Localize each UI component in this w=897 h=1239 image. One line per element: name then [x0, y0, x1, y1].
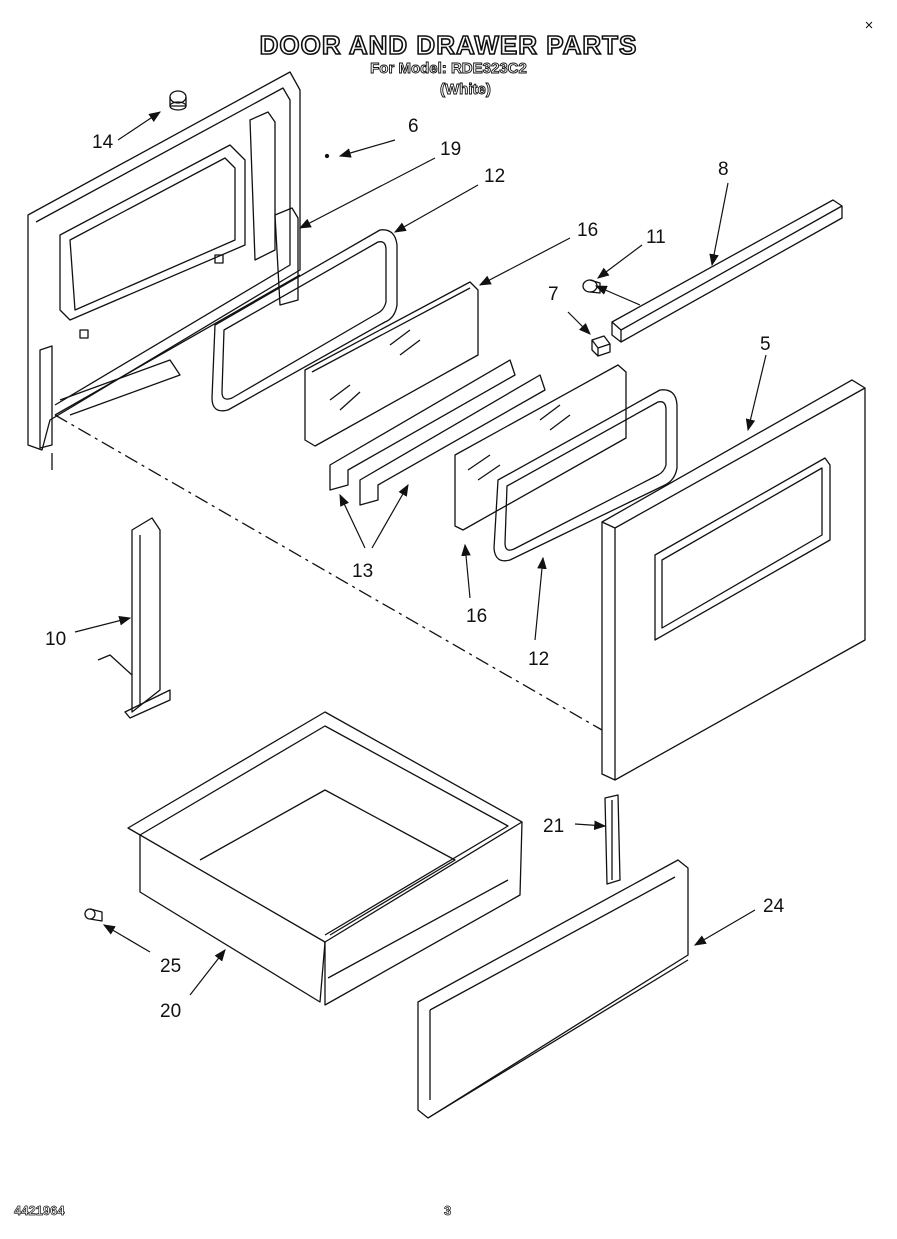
leader-7 [567, 311, 591, 335]
leader-25 [102, 924, 151, 953]
callout-11: 11 [646, 227, 666, 248]
callout-12-upper: 12 [484, 166, 505, 187]
door-bumper-part [169, 90, 187, 111]
screw-part [324, 153, 330, 159]
leader-20 [189, 949, 226, 996]
callout-8: 8 [718, 159, 729, 180]
leader-10 [74, 616, 132, 633]
callout-16-lower: 16 [466, 606, 487, 627]
door-gasket-upper [211, 229, 398, 412]
glass-retainer-brackets [329, 359, 546, 506]
leader-16b [461, 543, 471, 599]
leader-5 [745, 354, 767, 432]
drawer-bumper-part [84, 908, 103, 922]
leader-13a [339, 493, 366, 549]
diagram-title: DOOR AND DRAWER PARTS [259, 29, 638, 61]
drawer-slide-part [604, 794, 621, 885]
door-rod-part [611, 199, 843, 343]
outer-door-panel [601, 379, 866, 781]
callout-5: 5 [760, 334, 771, 355]
hinge-receptacle-part [274, 207, 299, 306]
callout-12-lower: 12 [528, 649, 549, 670]
window-glass-upper [304, 281, 479, 447]
leader-14 [117, 111, 161, 141]
callout-25: 25 [160, 956, 181, 977]
callout-10: 10 [45, 629, 66, 650]
leader-8 [709, 182, 729, 267]
callout-19: 19 [440, 139, 461, 160]
page-number: 3 [444, 1203, 452, 1219]
registration-mark [865, 21, 873, 29]
model-line: For Model: RDE323C2 [370, 60, 528, 78]
leader-13b [371, 483, 409, 549]
leader-21 [574, 820, 607, 831]
window-glass-lower [454, 364, 627, 531]
leader-8b [594, 285, 641, 306]
callout-20: 20 [160, 1001, 181, 1022]
callout-16-upper: 16 [577, 220, 598, 241]
clip-part [591, 335, 611, 357]
door-gasket-lower [493, 389, 678, 562]
inner-door-panel [27, 71, 301, 470]
leader-11 [597, 244, 643, 279]
leader-6 [338, 139, 396, 158]
leader-19 [298, 157, 436, 229]
callout-6: 6 [408, 116, 419, 137]
callout-21: 21 [543, 816, 564, 837]
callout-7: 7 [548, 284, 559, 305]
leader-12a [393, 184, 479, 233]
storage-drawer [127, 711, 523, 1006]
leader-16a [478, 237, 571, 286]
leader-12b [534, 556, 547, 641]
document-number: 4421964 [14, 1203, 65, 1219]
drawer-front-panel [417, 859, 689, 1119]
alignment-line [54, 414, 603, 731]
color-line: (White) [440, 81, 492, 99]
drawer-support-bracket [97, 517, 171, 719]
callout-14: 14 [92, 132, 114, 153]
leader-24 [693, 909, 756, 946]
callout-13: 13 [352, 561, 373, 582]
callout-24: 24 [763, 896, 785, 917]
